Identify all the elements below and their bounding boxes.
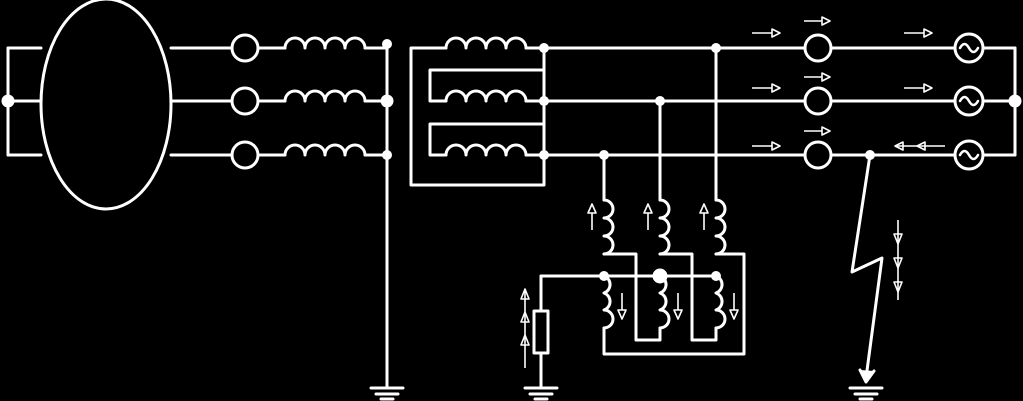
up-arrow-icon — [520, 288, 530, 368]
ground-icon — [369, 386, 405, 401]
zigzag-upper-coil-2 — [658, 198, 671, 256]
reactor-star-point-dot — [380, 94, 394, 108]
lightning-fault-icon — [850, 153, 884, 384]
zigzag-upper-coil-1 — [602, 198, 615, 256]
right-arrow-icon — [752, 141, 781, 151]
line-current-sensors — [803, 33, 833, 170]
current-sensors-group — [230, 33, 287, 170]
right-arrow-icon — [752, 28, 781, 38]
line-ct-phase-b — [803, 86, 833, 116]
right-arrow-icon — [904, 83, 933, 93]
ct-circle-phase-b — [230, 86, 260, 116]
reactor-coil-phase-c — [283, 143, 367, 157]
right-arrow-icon — [804, 126, 831, 136]
series-reactor — [283, 36, 394, 390]
up-arrow-icon — [587, 203, 597, 230]
down-arrow-icon — [893, 220, 903, 300]
zigzag-lower-coil-3 — [714, 274, 727, 330]
transformer-coil-phase-c — [444, 143, 528, 157]
reactor-coil-phase-b — [283, 89, 367, 103]
zigzag-upper-coil-3 — [714, 198, 727, 256]
down-arrow-icon — [893, 281, 903, 293]
zigzag-lower-coil-1 — [602, 274, 615, 330]
ground-icon — [848, 386, 884, 401]
right-arrow-icon — [904, 28, 933, 38]
generator-neutral-dot — [1, 94, 15, 108]
down-arrow-icon — [729, 293, 739, 320]
three-phase-transformer-windings — [409, 36, 549, 187]
neutral-grounding-resistor — [532, 274, 550, 390]
transformer-coil-phase-a — [444, 36, 528, 50]
generator-ellipse — [39, 0, 173, 211]
down-arrow-icon — [617, 293, 627, 320]
up-arrow-icon — [699, 203, 709, 230]
ct-circle-phase-c — [230, 140, 260, 170]
down-arrow-icon — [893, 257, 903, 269]
right-arrow-icon — [752, 83, 781, 93]
line-ct-phase-a — [803, 33, 833, 63]
line-ct-phase-c — [803, 140, 833, 170]
reactor-coil-phase-a — [283, 36, 367, 50]
ground-icon — [523, 386, 559, 401]
ac-sources — [953, 32, 1022, 171]
zigzag-lower-coil-2 — [658, 274, 671, 330]
source-neutral-dot — [1008, 94, 1022, 108]
right-arrow-icon — [804, 72, 831, 82]
down-arrow-icon — [673, 293, 683, 320]
up-arrow-icon — [520, 311, 530, 323]
resistor-box — [532, 309, 550, 355]
up-arrow-icon — [520, 334, 530, 346]
up-arrow-icon — [643, 203, 653, 230]
ct-circle-phase-a — [230, 33, 260, 63]
right-arrow-icon — [804, 16, 831, 26]
transmission-lines — [542, 43, 957, 160]
transformer-coil-phase-b — [444, 89, 528, 103]
zigzag-grounding-transformer — [539, 46, 746, 356]
left-arrow-icon — [894, 141, 945, 151]
generator-section — [1, 0, 234, 211]
